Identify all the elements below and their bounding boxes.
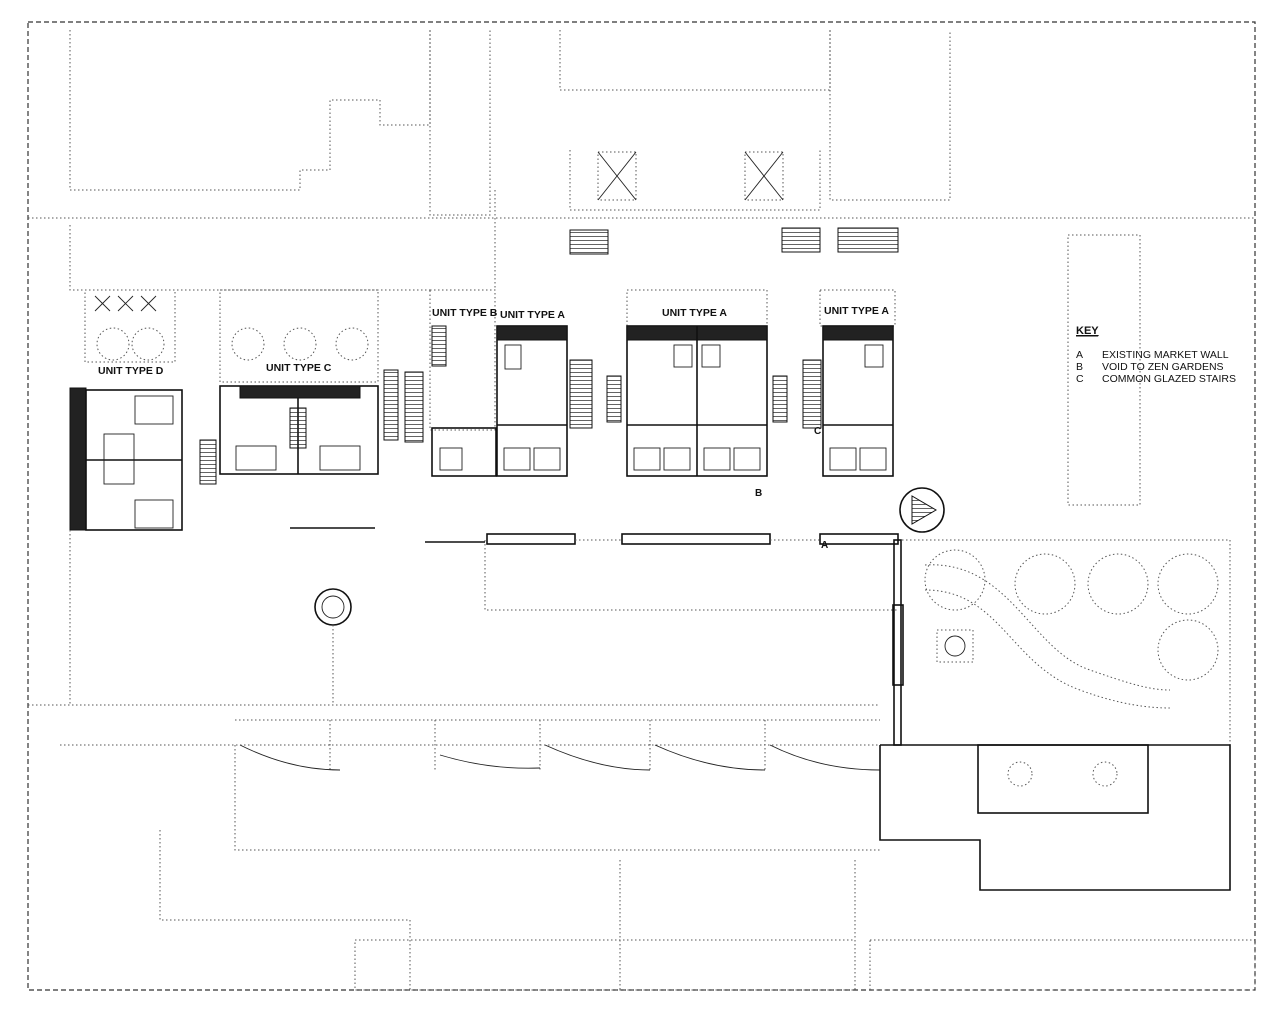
unit-block-c <box>219 289 424 475</box>
marker-b: B <box>755 488 762 499</box>
unit-type-b-label: UNIT TYPE B <box>432 307 498 319</box>
key-letter-a: A <box>1076 349 1083 361</box>
unit-type-a2-label: UNIT TYPE A <box>662 307 727 319</box>
key-heading: KEY <box>1076 325 1099 337</box>
unit-block-d <box>69 289 217 531</box>
unit-type-d-label: UNIT TYPE D <box>98 365 164 377</box>
key-legend: KEY A EXISTING MARKET WALL B VOID TO ZEN… <box>1076 325 1236 385</box>
unit-type-a1-label: UNIT TYPE A <box>500 309 565 321</box>
existing-market-buildings <box>28 704 1256 991</box>
unit-block-a3 <box>802 289 896 477</box>
key-letter-c: C <box>1076 373 1084 385</box>
key-text-a: EXISTING MARKET WALL <box>1102 349 1229 361</box>
unit-block-b <box>429 289 497 477</box>
unit-type-c-label: UNIT TYPE C <box>266 362 332 374</box>
unit-type-a3-label: UNIT TYPE A <box>824 305 889 317</box>
unit-block-a2 <box>606 289 788 477</box>
raised-planter <box>879 744 1231 891</box>
courtyard <box>69 487 1231 746</box>
context-buildings-north <box>28 30 1255 291</box>
key-text-c: COMMON GLAZED STAIRS <box>1102 373 1236 385</box>
key-text-b: VOID TO ZEN GARDENS <box>1102 361 1224 373</box>
site-boundary <box>27 21 1256 991</box>
unit-block-a1 <box>496 325 593 477</box>
entrance-stairs <box>569 227 899 255</box>
marker-a: A <box>821 540 828 551</box>
context-building-east <box>1067 234 1141 506</box>
key-letter-b: B <box>1076 361 1083 373</box>
zen-garden-trees <box>924 549 1219 709</box>
marker-c: C <box>814 426 821 437</box>
